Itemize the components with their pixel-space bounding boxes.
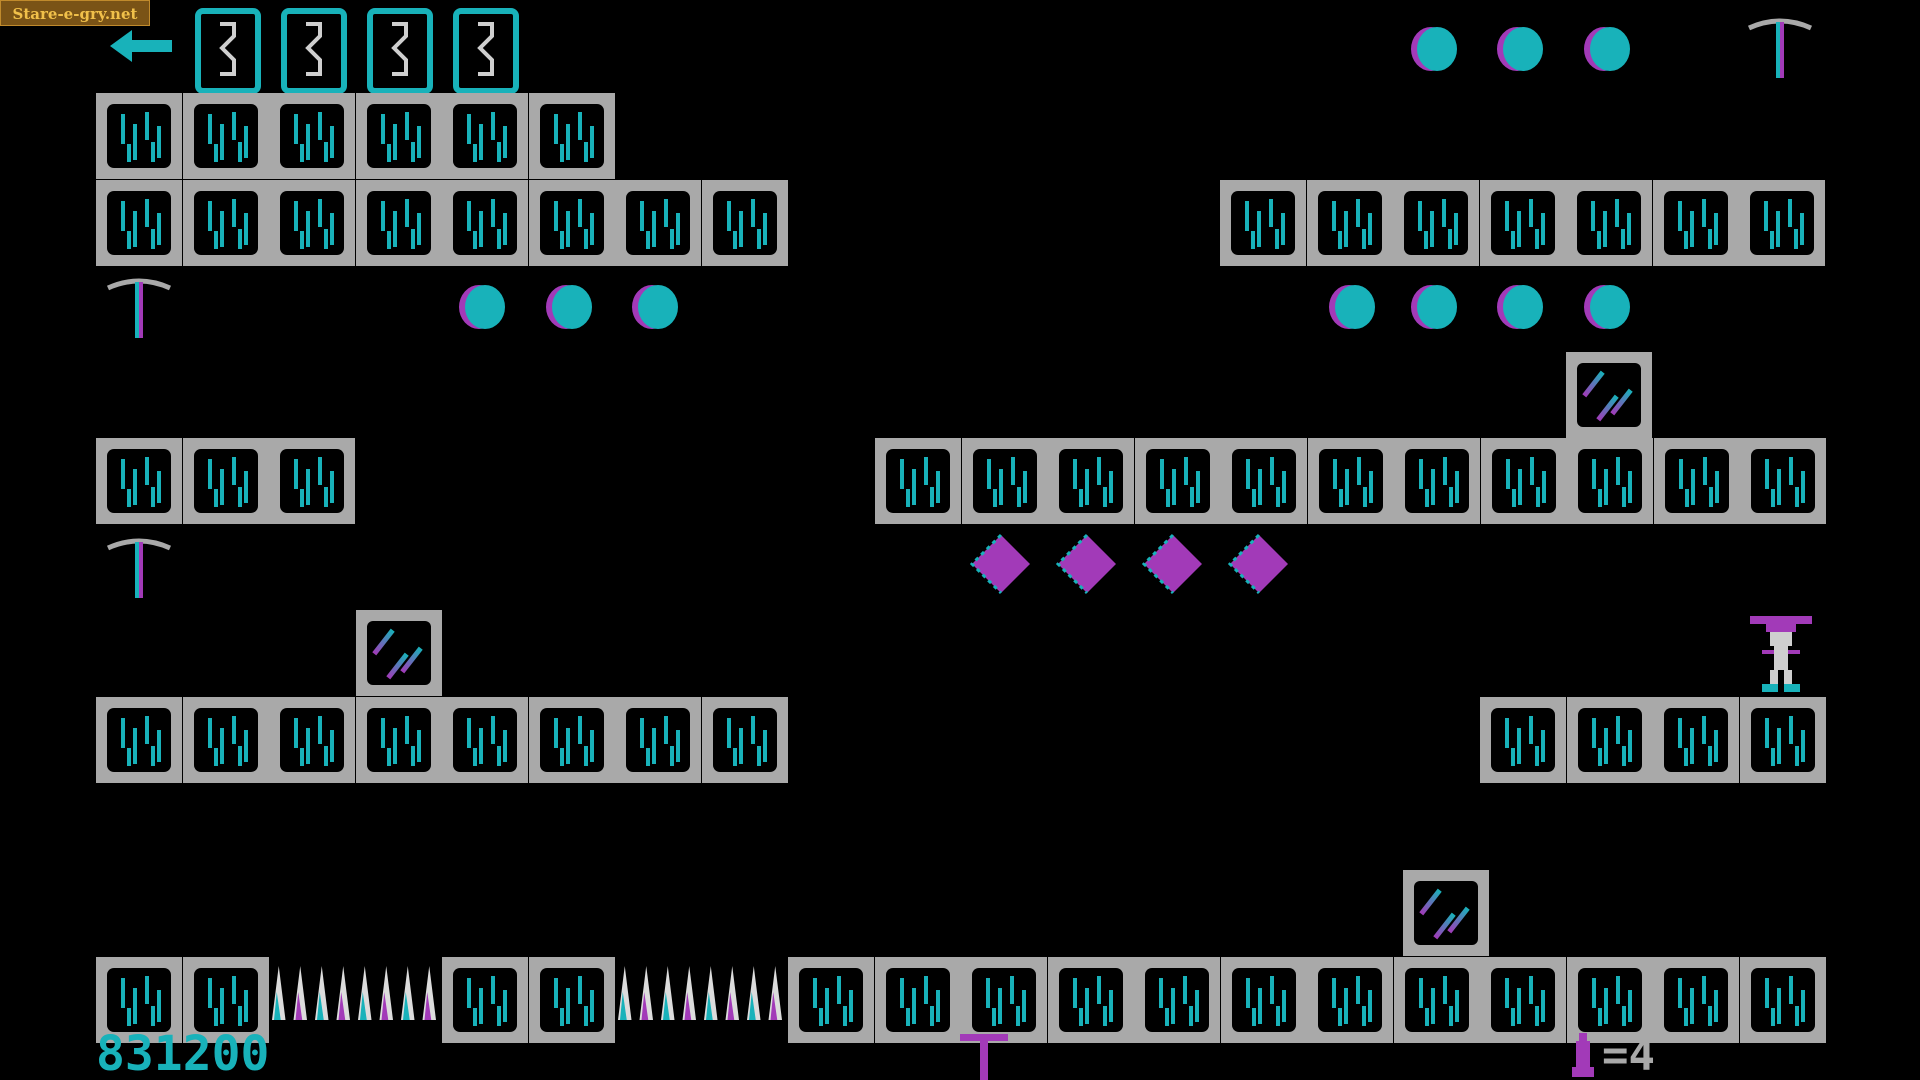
lives-indicator: =4: [1570, 1030, 1655, 1080]
brick-block: [1307, 438, 1394, 524]
brick-block: [1134, 957, 1220, 1043]
brick-block: [1307, 957, 1393, 1043]
gem-icon: [1323, 280, 1379, 334]
brick-block: [1220, 180, 1306, 266]
brick-block: [96, 438, 182, 524]
gem-icon: [1405, 280, 1461, 334]
gem-icon: [1578, 280, 1634, 334]
hud-pickaxe-icon: [960, 1034, 1008, 1080]
door-icon: [367, 8, 433, 94]
brick-block: [1480, 697, 1566, 783]
brick-block: [528, 93, 615, 179]
brick-block: [1480, 957, 1566, 1043]
brick-block: [1566, 697, 1653, 783]
brick-block: [1479, 180, 1566, 266]
gem-icon: [1578, 22, 1634, 76]
brick-block: [1653, 438, 1740, 524]
brick-block: [615, 180, 701, 266]
brick-block: [961, 957, 1047, 1043]
brick-block: [1739, 180, 1825, 266]
brick-block: [269, 438, 355, 524]
score-counter: 831200: [96, 1026, 270, 1080]
spikes-icon: [614, 962, 786, 1022]
lives-count: =4: [1602, 1029, 1655, 1080]
door-icon: [195, 8, 261, 94]
brick-block: [96, 180, 182, 266]
pickaxe-icon: [1745, 14, 1815, 80]
brick-block: [269, 180, 355, 266]
brick-block: [1221, 438, 1307, 524]
brick-block: [182, 93, 269, 179]
brick-block: [1480, 438, 1567, 524]
crate-block: [1566, 352, 1652, 438]
brick-block: [355, 697, 442, 783]
brick-block: [96, 957, 182, 1043]
brick-block: [96, 93, 182, 179]
brick-block: [182, 957, 269, 1043]
brick-block: [1653, 957, 1739, 1043]
life-icon: [1572, 1033, 1594, 1077]
pickaxe-icon: [104, 534, 174, 600]
crate-block: [356, 610, 442, 696]
diamond-icon: [1141, 533, 1204, 595]
brick-block: [1393, 180, 1479, 266]
brick-block: [1567, 438, 1653, 524]
gem-icon: [453, 280, 509, 334]
spikes-icon: [268, 962, 440, 1022]
brick-block: [1048, 438, 1134, 524]
brick-block: [96, 697, 182, 783]
brick-block: [442, 957, 528, 1043]
brick-block: [528, 180, 615, 266]
brick-block: [182, 438, 269, 524]
brick-block: [528, 697, 615, 783]
brick-block: [1306, 180, 1393, 266]
brick-block: [1393, 957, 1480, 1043]
diamond-icon: [1227, 533, 1290, 595]
brick-block: [1394, 438, 1480, 524]
brick-block: [875, 438, 961, 524]
brick-block: [528, 957, 615, 1043]
brick-block: [1566, 180, 1652, 266]
gem-icon: [1405, 22, 1461, 76]
brick-block: [1047, 957, 1134, 1043]
brick-block: [269, 697, 355, 783]
brick-block: [615, 697, 701, 783]
brick-block: [182, 697, 269, 783]
brick-block: [355, 180, 442, 266]
watermark: Stare-e-gry.net: [0, 0, 150, 26]
brick-block: [442, 697, 528, 783]
brick-block: [1739, 957, 1826, 1043]
brick-block: [1566, 957, 1653, 1043]
brick-block: [1653, 697, 1739, 783]
diamond-icon: [1055, 533, 1118, 595]
brick-block: [442, 93, 528, 179]
pickaxe-icon: [104, 274, 174, 340]
brick-block: [788, 957, 874, 1043]
gem-icon: [540, 280, 596, 334]
left-arrow-icon: [108, 26, 178, 66]
brick-block: [1740, 438, 1826, 524]
door-icon: [453, 8, 519, 94]
brick-block: [182, 180, 269, 266]
brick-block: [874, 957, 961, 1043]
brick-block: [269, 93, 355, 179]
explorer-player-icon: [1746, 614, 1816, 694]
brick-block: [1652, 180, 1739, 266]
gem-icon: [1491, 22, 1547, 76]
brick-block: [961, 438, 1048, 524]
brick-block: [442, 180, 528, 266]
brick-block: [701, 697, 788, 783]
brick-block: [1739, 697, 1826, 783]
gem-icon: [1491, 280, 1547, 334]
brick-block: [355, 93, 442, 179]
brick-block: [701, 180, 788, 266]
gem-icon: [626, 280, 682, 334]
crate-block: [1403, 870, 1489, 956]
door-icon: [281, 8, 347, 94]
diamond-icon: [969, 533, 1032, 595]
brick-block: [1134, 438, 1221, 524]
brick-block: [1220, 957, 1307, 1043]
